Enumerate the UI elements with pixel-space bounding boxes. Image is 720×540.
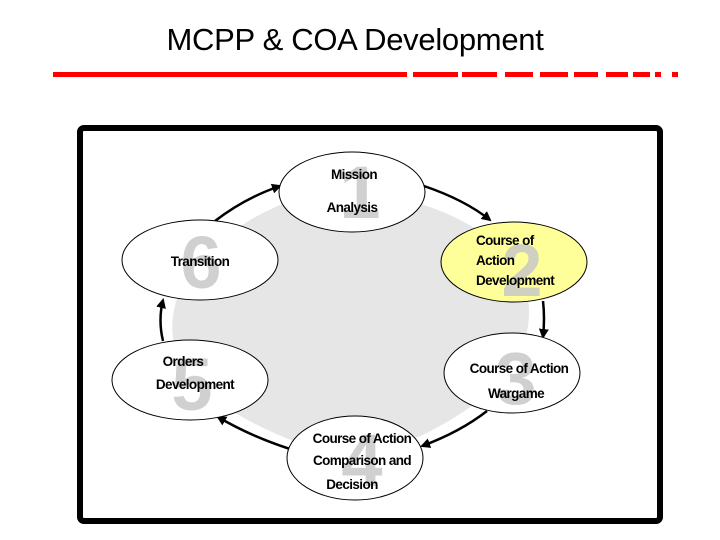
node-coa-comparison-decision[interactable]: 4 Course of Action Comparison and Decisi… bbox=[286, 415, 424, 502]
step-number-3: 3 bbox=[495, 337, 536, 420]
arrow-3-to-4 bbox=[420, 410, 488, 448]
node-label-line: Development bbox=[156, 377, 235, 392]
node-label-line: Course of Action bbox=[470, 361, 569, 376]
node-label-line: Course of Action bbox=[313, 431, 412, 446]
node-label-line: Mission bbox=[331, 167, 377, 182]
step-number-2: 2 bbox=[501, 229, 542, 312]
node-label-line: Analysis bbox=[327, 200, 378, 215]
node-label-line: Course of bbox=[476, 233, 535, 248]
cycle-arrows bbox=[156, 183, 549, 451]
node-label-line: Decision bbox=[326, 477, 378, 492]
arrow-2-to-3 bbox=[538, 300, 549, 339]
node-mission-analysis[interactable]: 1 Mission Analysis bbox=[278, 151, 426, 234]
title-underline bbox=[53, 72, 678, 77]
node-orders-development[interactable]: 5 Orders Development bbox=[111, 339, 269, 426]
node-label-line: Action bbox=[476, 253, 515, 268]
step-number-4: 4 bbox=[341, 419, 382, 502]
arrow-5-to-6 bbox=[156, 298, 166, 342]
slide-title-text: MCPP & COA Development bbox=[166, 22, 544, 57]
node-label-line: Transition bbox=[171, 254, 230, 269]
node-label-line: Wargame bbox=[488, 386, 545, 401]
node-coa-wargame[interactable]: 3 Course of Action Wargame bbox=[443, 332, 581, 420]
step-number-6: 6 bbox=[180, 221, 221, 304]
node-label-line: Orders bbox=[163, 354, 204, 369]
node-label-line: Development bbox=[476, 273, 555, 288]
step-number-5: 5 bbox=[171, 343, 212, 426]
arrow-1-to-2 bbox=[423, 184, 492, 222]
arrow-4-to-5 bbox=[216, 415, 291, 451]
node-label-line: Comparison and bbox=[313, 453, 411, 468]
slide-title: MCPP & COA Development bbox=[0, 22, 720, 58]
step-number-1: 1 bbox=[339, 151, 380, 234]
node-coa-development[interactable]: 2 Course of Action Development bbox=[440, 221, 588, 312]
node-transition[interactable]: 6 Transition bbox=[121, 219, 279, 304]
arrow-6-to-1 bbox=[214, 183, 282, 222]
